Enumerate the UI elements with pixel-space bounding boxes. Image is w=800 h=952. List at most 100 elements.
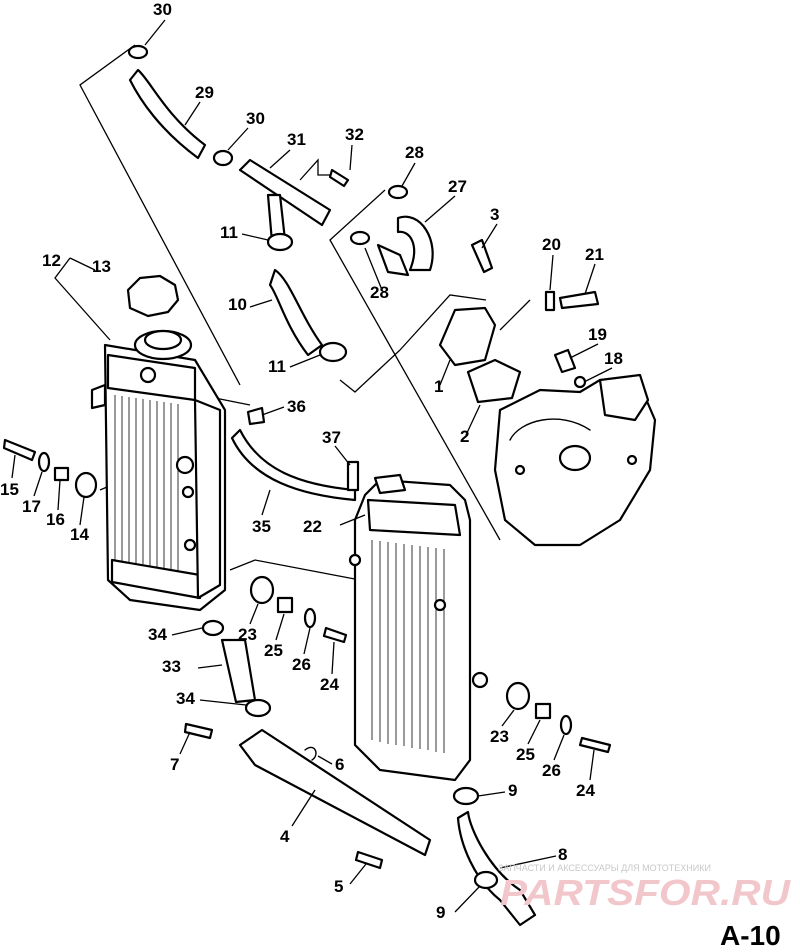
collar-16: [53, 466, 70, 482]
label-36: 36: [287, 397, 306, 416]
label-10: 10: [228, 295, 247, 314]
bolt-36: [246, 406, 266, 426]
bolt-5: [354, 850, 384, 870]
label-9-low: 9: [436, 903, 445, 922]
label-26-left: 26: [292, 655, 311, 674]
label-28-top: 28: [405, 143, 424, 162]
washer-17: [37, 451, 51, 473]
clamp-30-mid: [212, 149, 234, 167]
label-leaders: [11, 19, 613, 913]
collar-25-left: [276, 596, 294, 614]
grommet-23-left: [249, 575, 275, 605]
label-33: 33: [162, 657, 181, 676]
label-11-low: 11: [268, 357, 286, 376]
label-35: 35: [252, 517, 271, 536]
clamp-34-top: [201, 619, 225, 637]
hose-27-end: [376, 243, 410, 277]
hose-10: [268, 268, 324, 357]
hose-29: [128, 68, 207, 160]
hose-31: [238, 158, 332, 227]
label-17: 17: [22, 497, 41, 516]
label-31: 31: [287, 130, 306, 149]
washer-26-right: [559, 714, 573, 736]
label-29: 29: [195, 83, 214, 102]
washer-26-left: [303, 607, 317, 629]
bolt-3: [470, 238, 494, 274]
hose-27: [396, 215, 434, 272]
label-24-left: 24: [320, 675, 339, 694]
label-21: 21: [585, 245, 604, 264]
part-labels: 30 29 30 31 32 28 27 3 20 21 11 28 12 13…: [0, 0, 623, 922]
label-19: 19: [588, 325, 607, 344]
hose-8: [456, 810, 537, 927]
label-34-low: 34: [176, 689, 195, 708]
label-37: 37: [322, 428, 341, 447]
label-5: 5: [334, 877, 343, 896]
collar-25-right: [534, 702, 552, 720]
page-reference: A-10: [720, 920, 781, 951]
hoses: [128, 68, 537, 927]
clip-6: [304, 746, 317, 761]
bolt-7: [183, 722, 214, 740]
bolt-19: [553, 348, 577, 374]
clamp-28-low: [349, 230, 371, 246]
label-20: 20: [542, 235, 561, 254]
bolt-21: [558, 290, 600, 310]
label-26-right: 26: [542, 761, 561, 780]
grommet-23-right: [505, 681, 531, 711]
left-radiator-fins: [114, 395, 179, 572]
clamp-9-top: [452, 786, 480, 806]
label-13: 13: [92, 257, 111, 276]
bolt-32: [328, 168, 350, 188]
hose-33: [220, 638, 257, 704]
pipe-4: [238, 728, 432, 857]
label-16: 16: [46, 510, 65, 529]
bolt-24-left: [322, 626, 348, 644]
small-parts: [2, 44, 612, 890]
clamp-11-top: [266, 232, 294, 252]
label-23-right: 23: [490, 727, 509, 746]
label-14: 14: [70, 525, 89, 544]
label-1: 1: [434, 377, 443, 396]
grommet-14: [74, 471, 98, 499]
left-radiator: [90, 329, 227, 612]
label-18: 18: [604, 349, 623, 368]
label-11-top: 11: [220, 223, 238, 242]
label-7: 7: [170, 755, 179, 774]
pin-20: [544, 290, 556, 312]
water-pump-cover: [493, 373, 657, 547]
label-8: 8: [558, 845, 567, 864]
label-28-low: 28: [370, 283, 389, 302]
label-3: 3: [490, 205, 499, 224]
label-6: 6: [335, 755, 344, 774]
radiator-cap: [126, 274, 180, 318]
washer-18: [573, 375, 587, 389]
label-25-left: 25: [264, 641, 283, 660]
label-34-top: 34: [148, 625, 167, 644]
label-15: 15: [0, 480, 19, 499]
clamp-30-top: [127, 44, 149, 60]
label-24-right: 24: [576, 781, 595, 800]
right-radiator-fins: [371, 540, 445, 753]
label-32: 32: [345, 125, 364, 144]
label-25-right: 25: [516, 745, 535, 764]
right-radiator: [348, 473, 489, 782]
clamp-28-top: [387, 184, 409, 200]
label-30-mid: 30: [246, 109, 265, 128]
label-27: 27: [448, 177, 467, 196]
label-4: 4: [280, 827, 290, 846]
label-9-top: 9: [508, 781, 517, 800]
clamp-9-low: [473, 870, 499, 890]
label-22: 22: [303, 517, 322, 536]
clamp-34-low: [244, 698, 272, 718]
label-23-left: 23: [238, 625, 257, 644]
label-12: 12: [42, 251, 61, 270]
bolt-15: [2, 438, 37, 462]
hose-35: [230, 428, 357, 502]
thermostat-housing: [438, 306, 497, 367]
watermark-brand: PARTSFOR.RU: [500, 872, 791, 913]
label-30-top: 30: [153, 0, 172, 19]
thermostat-gasket: [466, 358, 522, 404]
label-2: 2: [460, 427, 469, 446]
